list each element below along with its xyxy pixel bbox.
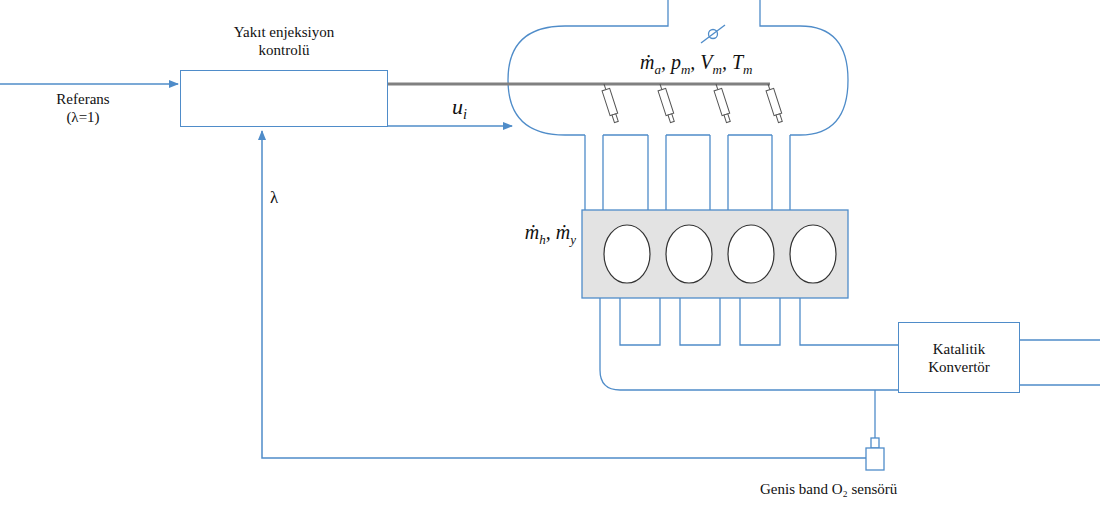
control-box: Yakıt enjeksiyon kontrolü [180,70,388,127]
exhaust-manifold [600,298,1100,390]
injectors [600,83,784,124]
fuel-rail [388,83,770,86]
catalytic-converter: Katalitik Konvertör [898,322,1020,393]
o2-sensor [866,390,884,470]
box-heading: Yakıt enjeksiyon kontrolü [214,23,354,59]
reference-arrow [0,83,178,85]
manifold-variables: ṁa, pm, Vm, Tm [640,50,752,74]
engine-flows: ṁh, ṁy [496,220,576,244]
feedback-line [262,131,866,458]
box-text: Katalitik Konvertör [909,340,1009,376]
cylinders [604,225,836,283]
throttle-valve [701,25,725,43]
control-arrow [388,125,512,127]
lambda-label: λ [270,188,278,208]
engine-block [582,210,848,298]
signal-name: ui [452,94,467,120]
intake-manifold [508,0,848,210]
reference-label: Referans (λ=1) [40,90,126,126]
sensor-label: Genis band O₂ sensörü [760,480,897,498]
